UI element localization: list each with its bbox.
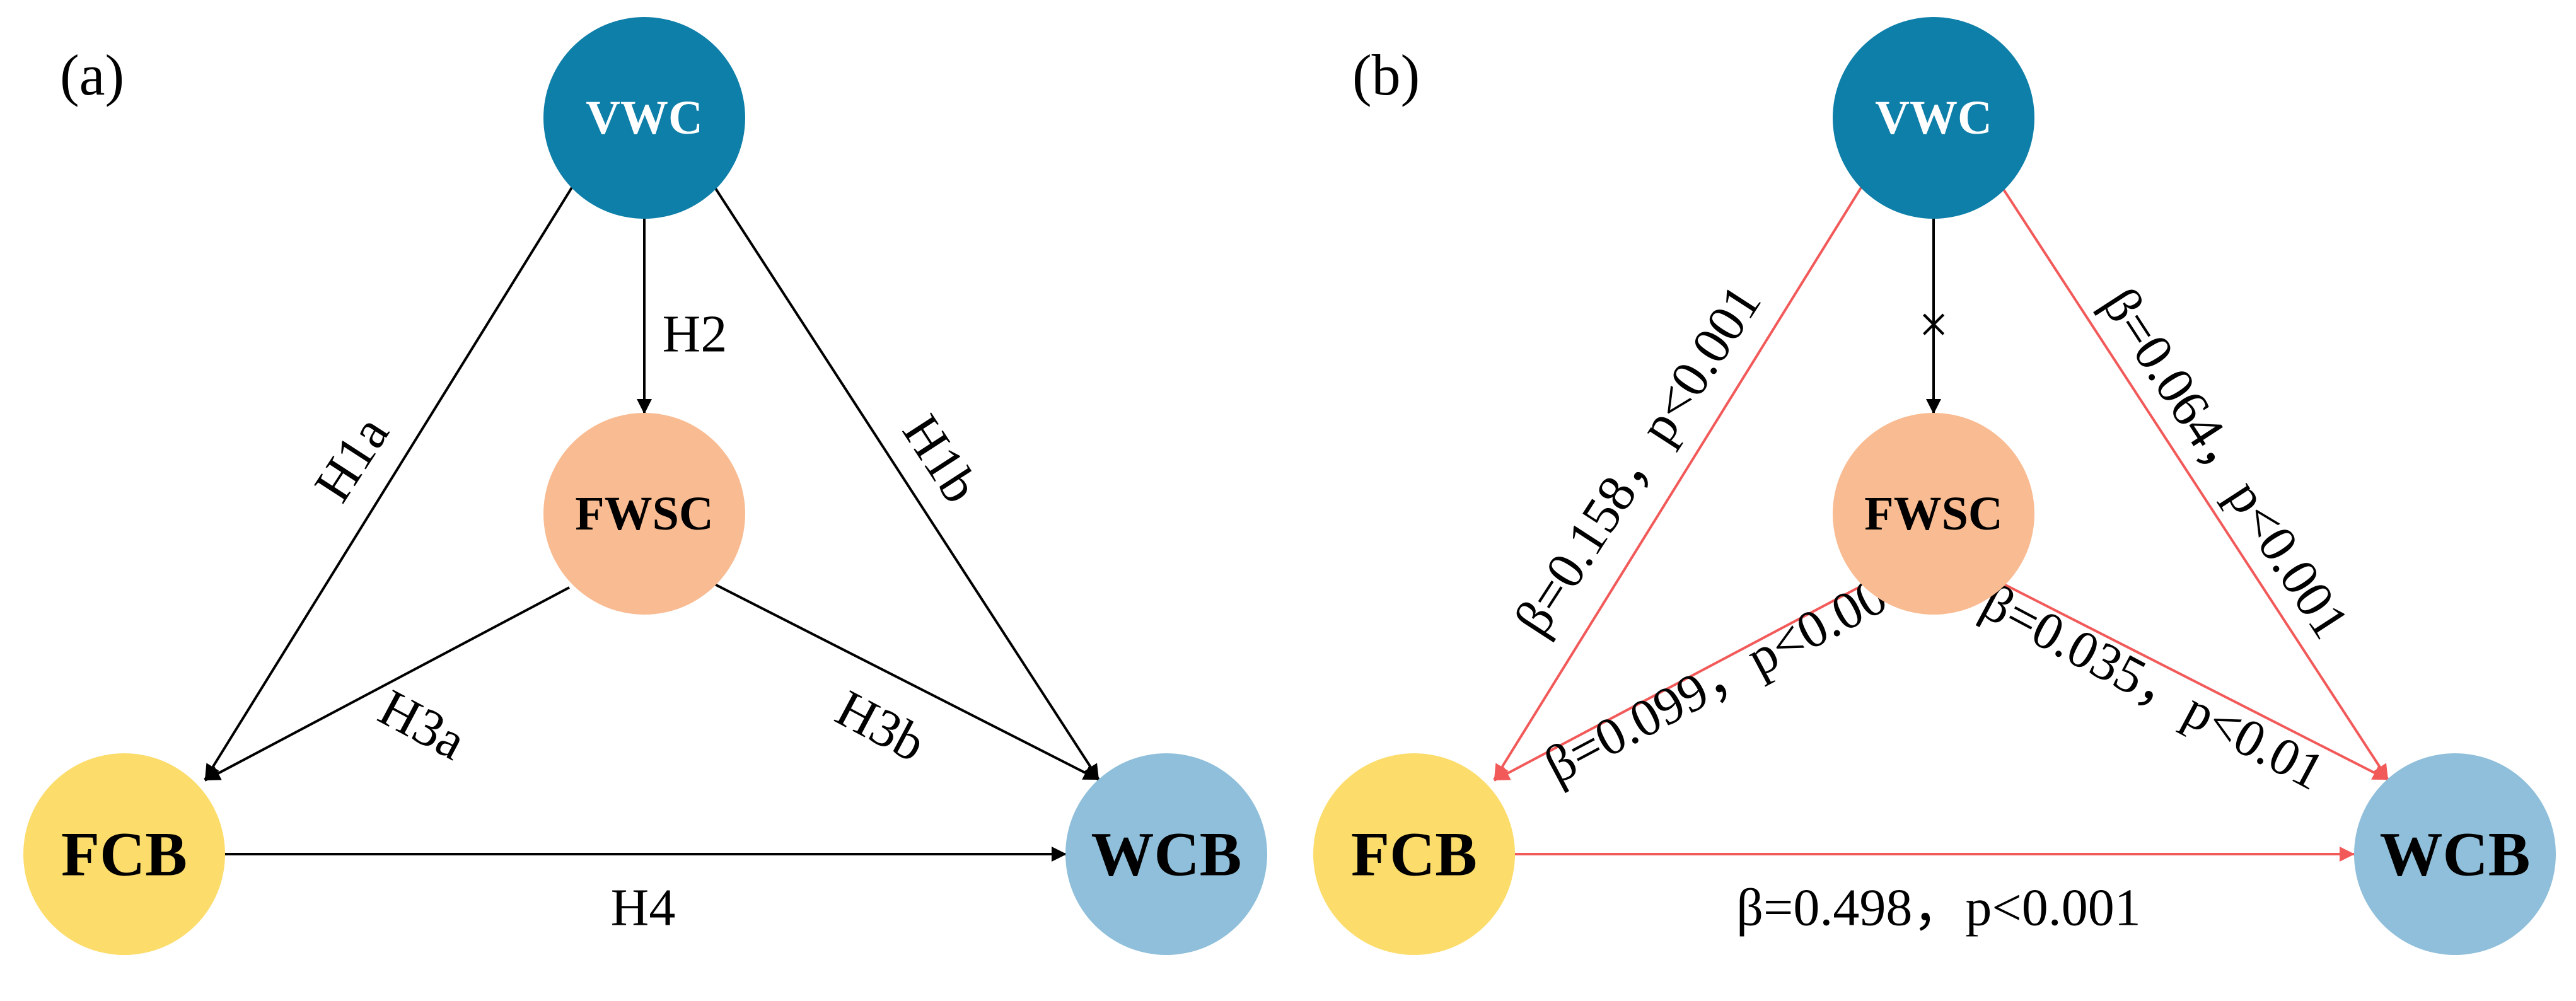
edge-label-h3a: H3a — [369, 678, 475, 772]
edge-fwsc-wcb-b — [2002, 582, 2389, 781]
node-vwc-a: VWC — [543, 17, 745, 219]
coef-label-vwc-fcb: β=0.158，p<0.001 — [1503, 275, 1772, 646]
node-vwc-b: VWC — [1833, 17, 2034, 219]
panel-b-label: (b) — [1352, 43, 1420, 107]
node-fwsc-b: FWSC — [1833, 413, 2034, 615]
edge-vwc-wcb-b — [2000, 185, 2389, 781]
node-fcb-a: FCB — [23, 753, 225, 955]
node-label-fcb-b: FCB — [1351, 819, 1477, 889]
coef-label-vwc-wcb: β=0.064，p<0.001 — [2091, 278, 2360, 649]
edge-fwsc-fcb — [204, 586, 570, 782]
node-wcb-a: WCB — [1065, 753, 1267, 955]
edge-label-h2: H2 — [663, 305, 728, 364]
node-wcb-b: WCB — [2354, 753, 2556, 955]
edge-label-h3b: H3b — [827, 679, 934, 773]
panel-b: (b) β=0.158，p<0.001 β=0.064，p<0.001 × β=… — [1313, 17, 2556, 955]
edge-label-h4: H4 — [611, 879, 676, 937]
no-effect-mark: × — [1918, 296, 1948, 354]
node-label-fwsc-a: FWSC — [575, 487, 714, 540]
edge-label-h1a: H1a — [303, 406, 400, 512]
edge-vwc-fcb — [204, 185, 574, 781]
edge-fwsc-wcb — [713, 582, 1099, 781]
coef-label-fcb-wcb: β=0.498，p<0.001 — [1736, 879, 2141, 937]
panel-a-label: (a) — [60, 43, 124, 107]
node-label-fcb-a: FCB — [61, 819, 187, 889]
node-fwsc-a: FWSC — [543, 413, 745, 615]
node-label-wcb-a: WCB — [1091, 819, 1242, 889]
node-label-fwsc-b: FWSC — [1864, 487, 2003, 540]
edge-fwsc-fcb-b — [1494, 586, 1859, 782]
coef-label-fwsc-wcb: β=0.035，p<0.01 — [1973, 572, 2334, 802]
node-label-wcb-b: WCB — [2380, 819, 2531, 889]
panel-a: (a) H1a H1b H2 H3a H3b H4 VWC FWSC FCB W… — [23, 17, 1267, 955]
node-label-vwc-b: VWC — [1875, 91, 1992, 144]
edge-label-h1b: H1b — [891, 405, 990, 513]
edge-vwc-wcb — [713, 185, 1100, 781]
node-fcb-b: FCB — [1313, 753, 1515, 955]
node-label-vwc-a: VWC — [586, 91, 703, 144]
edge-vwc-fcb-b — [1493, 185, 1863, 781]
coef-label-fwsc-fcb: β=0.099，p<0.001 — [1535, 553, 1920, 795]
